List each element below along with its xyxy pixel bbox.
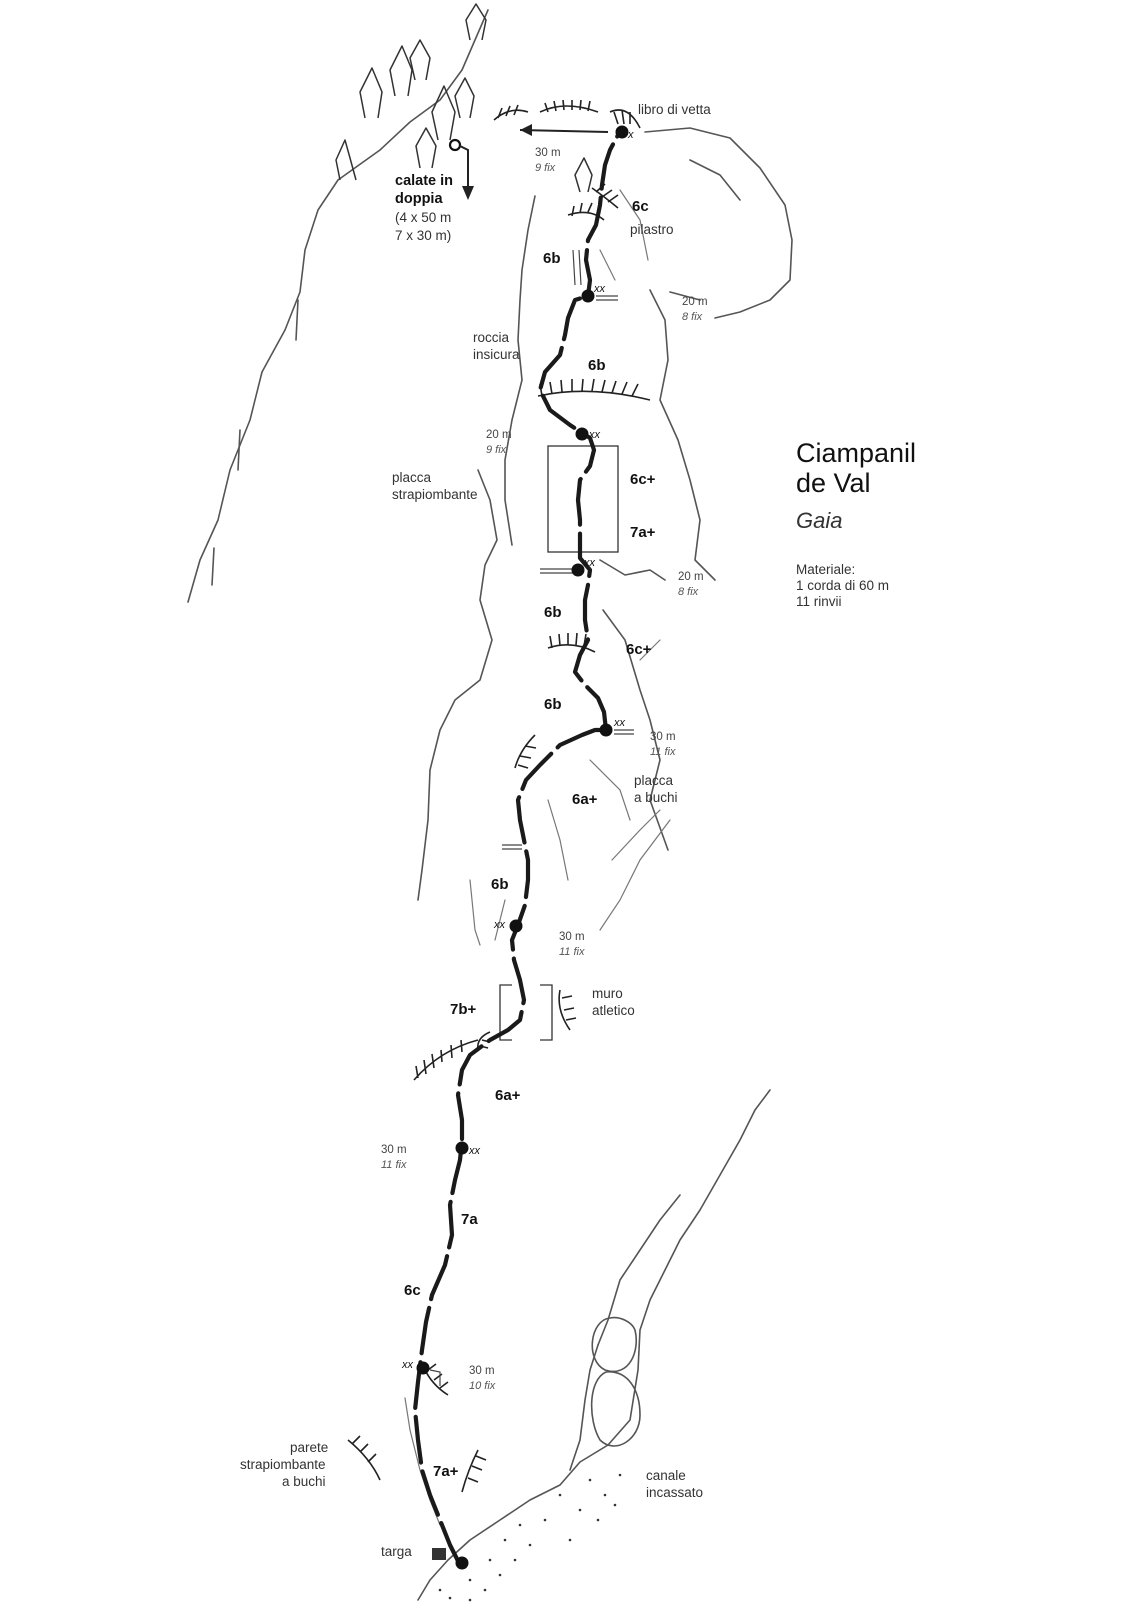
label-pillar: pilastro xyxy=(630,222,674,237)
pitch-7-fix: 8 fix xyxy=(682,311,703,323)
pitch-6-length: 20 m xyxy=(486,429,512,441)
pitch-7-length: 20 m xyxy=(682,296,708,308)
material-rope: 1 corda di 60 m xyxy=(796,578,890,593)
descent-arrows xyxy=(448,124,609,200)
pitch-2-fix: 11 fix xyxy=(381,1159,407,1171)
grade-7a-plus-bottom: 7a+ xyxy=(433,1463,459,1480)
grade-6a-plus-upper: 6a+ xyxy=(572,791,598,808)
label-summit-book: libro di vetta xyxy=(638,102,711,117)
label-gully-1: canale xyxy=(646,1468,686,1483)
pitch-8-fix: 9 fix xyxy=(535,162,556,174)
pitch-6-fix: 9 fix xyxy=(486,444,507,456)
pitch-4-fix: 11 fix xyxy=(650,746,676,758)
pitch-8-length: 30 m xyxy=(535,147,561,159)
anchor-7: xx xyxy=(588,429,601,441)
label-overhang-slab-2: strapiombante xyxy=(392,487,478,502)
grade-7b-plus: 7b+ xyxy=(450,1001,477,1018)
label-loose-rock-2: insicura xyxy=(473,347,520,362)
pitch-3-fix: 11 fix xyxy=(559,946,585,958)
label-plaque: targa xyxy=(381,1544,412,1559)
grade-6a-plus-lower: 6a+ xyxy=(495,1087,521,1104)
belay-5 xyxy=(599,723,613,737)
grade-6b-4: 6b xyxy=(491,876,509,893)
belay-start xyxy=(455,1556,469,1570)
descent-title-1: calate in xyxy=(395,173,453,189)
title-block: Ciampanil de Val Gaia Materiale: 1 corda… xyxy=(796,438,1016,610)
descent-detail-2: 7 x 30 m) xyxy=(395,228,451,243)
rock-outlines xyxy=(187,9,793,1601)
route-line xyxy=(412,132,634,1568)
boxes xyxy=(499,445,619,1041)
grade-6c-top: 6c xyxy=(632,198,649,215)
grade-6b-8: 6b xyxy=(543,250,561,267)
belay-4 xyxy=(509,919,523,933)
anchor-5: xx xyxy=(613,717,626,729)
pitch-2-length: 30 m xyxy=(381,1144,407,1156)
pitch-5-fix: 8 fix xyxy=(678,586,699,598)
anchor-3: xx xyxy=(468,1145,481,1157)
label-pocket-overhang-2: strapiombante xyxy=(240,1457,326,1472)
belay-7 xyxy=(575,427,589,441)
label-overhang-slab-1: placca xyxy=(392,470,432,485)
pitch-5-length: 20 m xyxy=(678,571,704,583)
belay-points xyxy=(416,125,629,1570)
belay-summit xyxy=(615,125,629,139)
label-loose-rock-1: roccia xyxy=(473,330,510,345)
grade-6b-5a: 6b xyxy=(544,604,562,621)
belay-3 xyxy=(455,1141,469,1155)
grade-7a-plus-upper: 7a+ xyxy=(630,524,656,541)
route-name: Gaia xyxy=(796,508,843,533)
grade-7a: 7a xyxy=(461,1211,478,1228)
belay-6 xyxy=(571,563,585,577)
pitch-1-fix: 10 fix xyxy=(469,1380,496,1392)
grade-6c-plus-lower: 6c+ xyxy=(626,641,652,658)
crag-title-line-2: de Val xyxy=(796,468,871,498)
anchor-summit: x xyxy=(627,129,634,141)
label-pocket-overhang-1: parete xyxy=(290,1440,328,1455)
plaque-marker xyxy=(432,1548,446,1560)
gully-dots xyxy=(438,1473,622,1602)
descent-detail-1: (4 x 50 m xyxy=(395,210,451,225)
anchor-8: xx xyxy=(593,283,606,295)
label-pocket-slab-2: a buchi xyxy=(634,790,678,805)
grade-6b-7: 6b xyxy=(588,357,606,374)
material-block: Materiale: 1 corda di 60 m 11 rinvii xyxy=(796,562,1016,610)
label-athletic-wall-2: atletico xyxy=(592,1003,635,1018)
grade-6b-5b: 6b xyxy=(544,696,562,713)
label-pocket-slab-1: placca xyxy=(634,773,674,788)
label-athletic-wall-1: muro xyxy=(592,986,623,1001)
pitch-3-length: 30 m xyxy=(559,931,585,943)
belay-2 xyxy=(416,1361,430,1375)
label-gully-2: incassato xyxy=(646,1485,703,1500)
overhangs xyxy=(347,99,651,1493)
anchor-2: xx xyxy=(401,1359,414,1371)
trees xyxy=(335,3,593,193)
grade-6c-lower: 6c xyxy=(404,1282,421,1299)
grade-6c-plus-upper: 6c+ xyxy=(630,471,656,488)
descent-title-2: doppia xyxy=(395,191,443,207)
pitch-4-length: 30 m xyxy=(650,731,676,743)
crag-title-line-1: Ciampanil xyxy=(796,438,917,468)
material-quickdraws: 11 rinvii xyxy=(796,594,842,609)
label-pocket-overhang-3: a buchi xyxy=(282,1474,326,1489)
pitch-1-length: 30 m xyxy=(469,1365,495,1377)
anchor-6: xx xyxy=(583,557,596,569)
belay-8 xyxy=(581,289,595,303)
anchor-4: xx xyxy=(493,919,506,931)
material-heading: Materiale: xyxy=(796,562,856,577)
